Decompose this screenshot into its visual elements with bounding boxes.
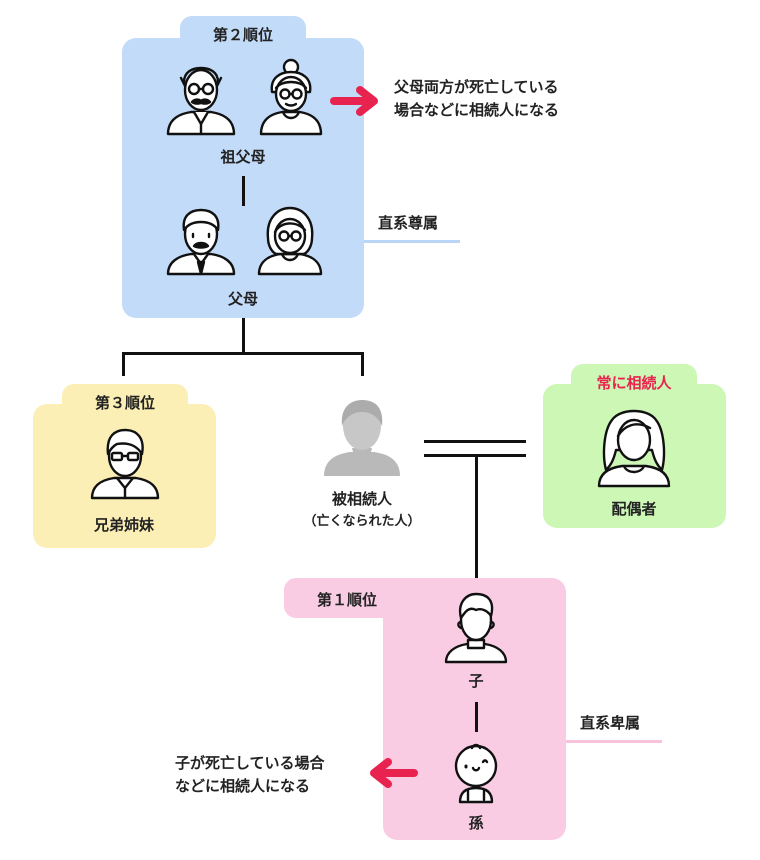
child-icon <box>443 590 509 664</box>
father-icon <box>164 204 238 276</box>
deceased-branch-drop <box>361 352 364 376</box>
rank1-note-line2: などに相続人になる <box>175 777 311 795</box>
parents-label: 父母 <box>227 290 258 308</box>
grandfather-icon <box>164 64 238 136</box>
parents-to-children-vertical <box>242 318 245 354</box>
spouse-tab-label: 常に相続人 <box>596 374 672 392</box>
rank1-tab <box>284 578 410 618</box>
rank2-side-label: 直系尊属 <box>378 214 439 232</box>
rank1-note-line1: 子が死亡している場合 <box>175 754 325 772</box>
sibling-icon <box>89 424 161 500</box>
sibling-branch-drop <box>122 352 125 376</box>
children-drop-line <box>475 454 478 578</box>
rank2-tab-label: 第２順位 <box>212 26 273 44</box>
grandparents-parents-connector <box>242 176 245 206</box>
grandparents-label: 祖父母 <box>220 148 266 166</box>
rank2-tab <box>180 16 306 52</box>
rank3-tab <box>62 384 188 420</box>
marriage-line-top <box>424 440 526 443</box>
rank2-note-line1: 父母両方が死亡している <box>394 78 559 96</box>
rank1-side-label: 直系卑属 <box>580 714 641 732</box>
grandmother-icon <box>258 58 324 136</box>
spouse-icon <box>596 404 672 488</box>
grandchild-icon <box>448 742 504 804</box>
rank3-tab-label: 第３順位 <box>94 394 155 412</box>
child-label: 子 <box>468 672 484 690</box>
rank1-tab-label: 第１順位 <box>316 591 377 609</box>
spouse-label: 配偶者 <box>611 500 657 518</box>
children-horizontal-bar <box>122 352 364 355</box>
arrow-left-icon <box>368 758 420 788</box>
child-grandchild-connector <box>475 702 478 732</box>
arrow-right-icon <box>330 86 380 116</box>
mother-icon <box>256 204 324 276</box>
deceased-person-icon <box>322 396 402 478</box>
rank2-side-underline <box>364 240 460 243</box>
rank2-note-line2: 場合などに相続人になる <box>394 101 560 119</box>
grandchild-label: 孫 <box>468 814 484 832</box>
deceased-label: 被相続人 <box>331 490 392 508</box>
deceased-sublabel: （亡くなられた人） <box>303 514 421 529</box>
spouse-tab <box>571 364 697 400</box>
siblings-label: 兄弟姉妹 <box>93 516 154 534</box>
rank1-side-underline <box>566 740 662 743</box>
